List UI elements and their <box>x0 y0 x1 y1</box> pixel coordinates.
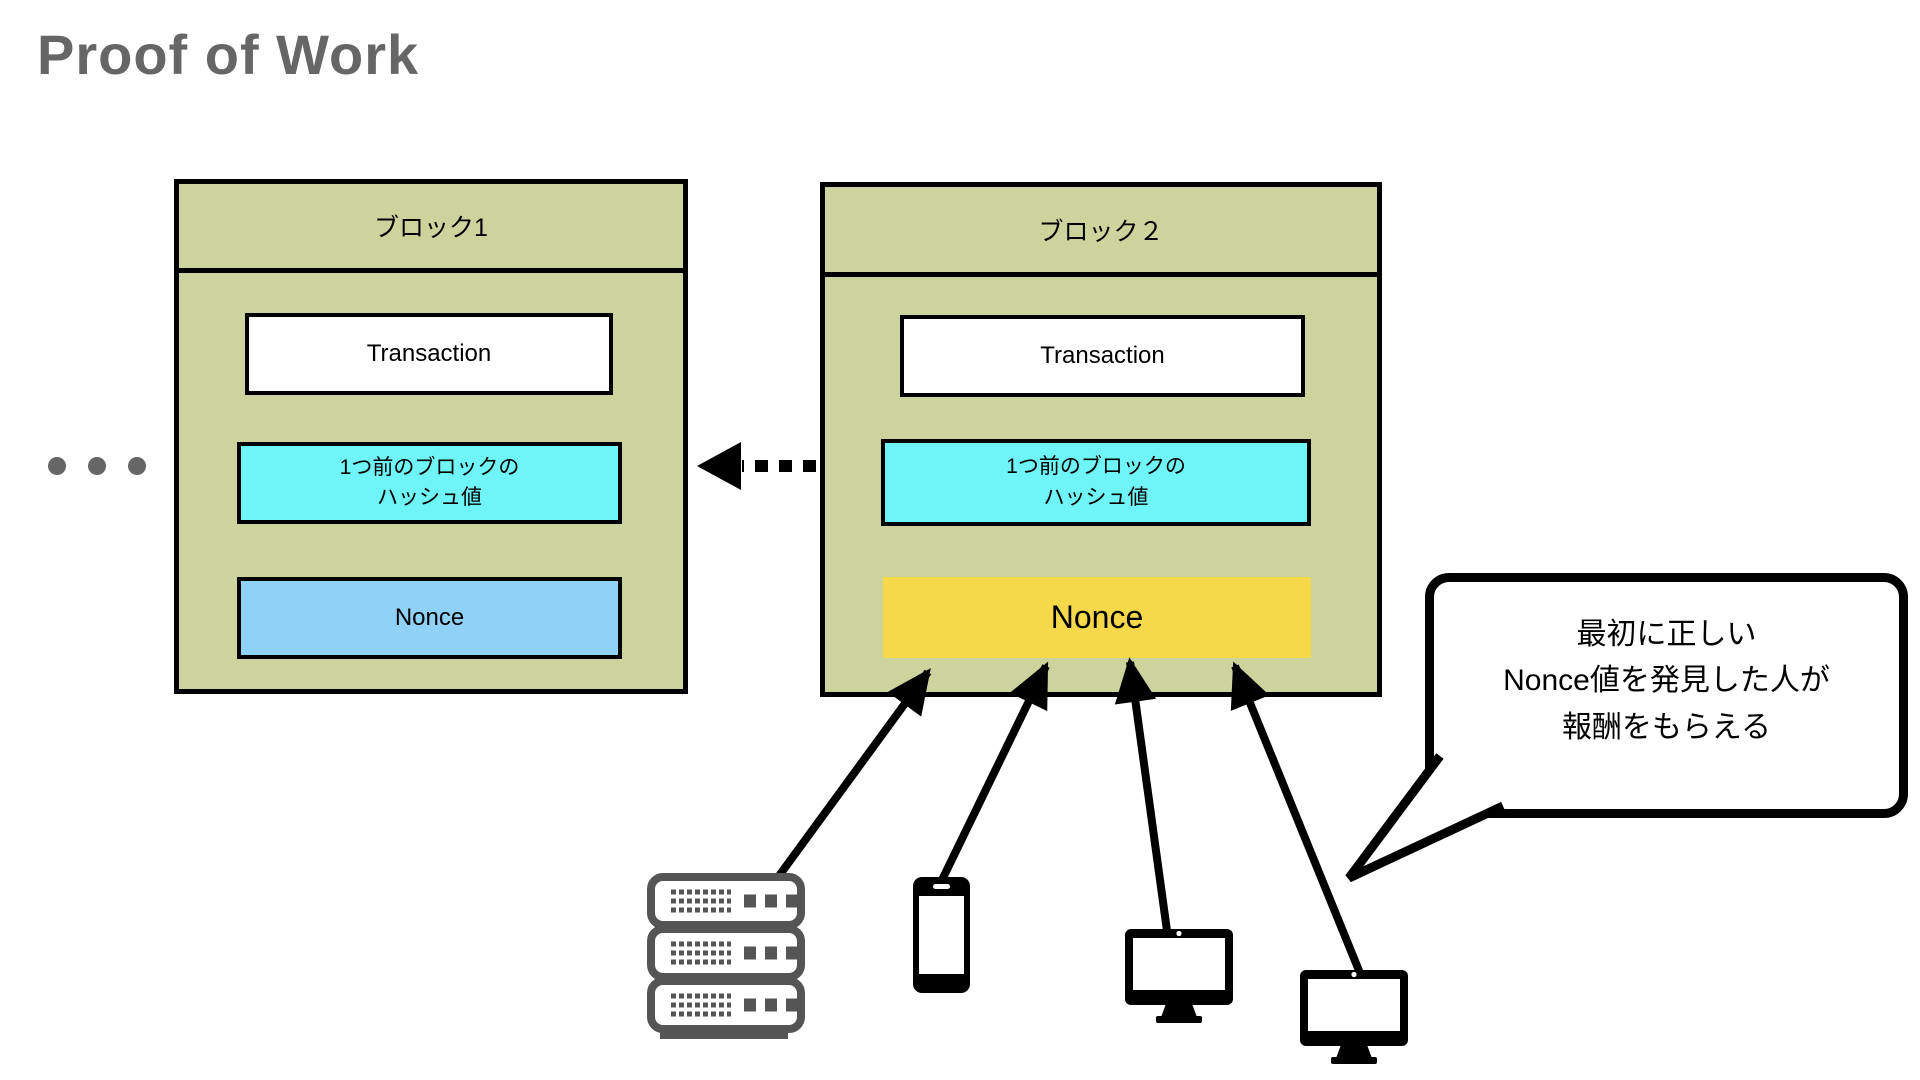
desktop-monitor-icon <box>1125 929 1233 1023</box>
prev-hash-line1: 1つ前のブロックの <box>1006 455 1186 479</box>
arrow-monitor2-to-nonce <box>1230 661 1366 980</box>
chain-ellipsis <box>48 457 146 475</box>
arrow-server-to-nonce <box>761 668 932 898</box>
mining-arrows <box>761 657 1366 980</box>
speech-bubble-line3: 報酬をもらえる <box>1561 710 1772 744</box>
arrow-phone-to-nonce <box>937 661 1050 884</box>
prev-hash-line2: ハッシュ値 <box>1043 485 1149 509</box>
ellipsis-dot <box>48 457 66 475</box>
block-2-title: ブロック２ <box>825 187 1377 277</box>
block-1-title: ブロック1 <box>179 184 683 273</box>
ellipsis-dot <box>128 457 146 475</box>
block-2: ブロック２ Transaction 1つ前のブロックの ハッシュ値 Nonce <box>820 182 1382 697</box>
chain-link-arrow <box>697 442 816 490</box>
prev-hash-line2: ハッシュ値 <box>377 486 482 509</box>
speech-bubble-line1: 最初に正しい <box>1576 617 1757 651</box>
block-2-transaction-box: Transaction <box>900 315 1305 397</box>
prev-hash-line1: 1つ前のブロックの <box>339 455 520 479</box>
block-1-prev-hash-box: 1つ前のブロックの ハッシュ値 <box>237 442 622 524</box>
desktop-monitor-icon <box>1300 970 1408 1064</box>
block-1: ブロック1 Transaction 1つ前のブロックの ハッシュ値 Nonce <box>174 179 688 694</box>
server-rack-icon <box>647 873 805 1039</box>
block-1-transaction-box: Transaction <box>245 313 613 395</box>
smartphone-icon <box>913 877 970 993</box>
speech-bubble: 最初に正しい Nonce値を発見した人が 報酬をもらえる <box>1425 573 1908 818</box>
page-title: Proof of Work <box>37 23 420 86</box>
block-2-prev-hash-box: 1つ前のブロックの ハッシュ値 <box>881 439 1311 526</box>
speech-bubble-line2: Nonce値を発見した人が <box>1503 664 1830 698</box>
block-1-nonce-box: Nonce <box>237 577 622 659</box>
arrow-monitor1-to-nonce <box>1114 657 1172 939</box>
block-2-nonce-box: Nonce <box>883 577 1311 658</box>
ellipsis-dot <box>88 457 106 475</box>
